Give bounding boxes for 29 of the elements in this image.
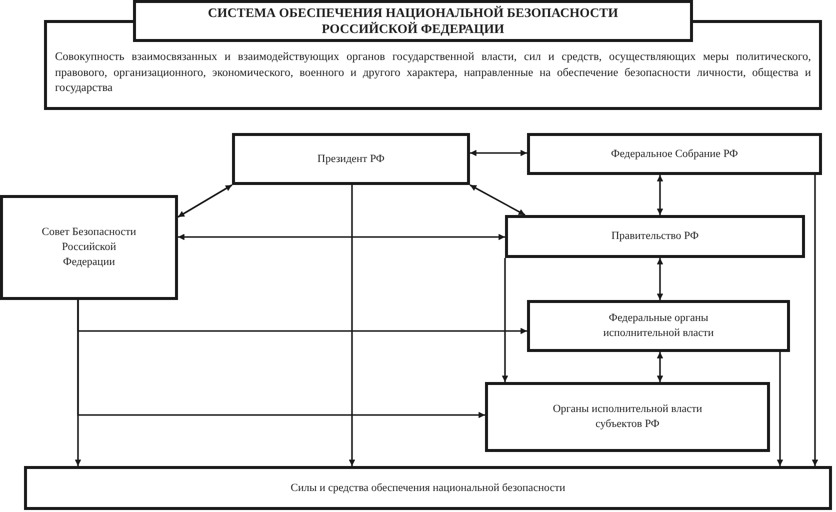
node-label: Федеральные органы исполнительной власти — [602, 311, 715, 341]
process-box — [527, 300, 790, 352]
title-text: СИСТЕМА ОБЕСПЕЧЕНИЯ НАЦИОНАЛЬНОЙ БЕЗОПАСНОСТИ РОССИЙСКОЙ ФЕДЕРАЦИИ — [206, 4, 620, 38]
arrow — [776, 352, 784, 466]
arrow — [470, 150, 527, 156]
arrow — [502, 258, 508, 382]
arrow — [470, 184, 526, 216]
node-label: Правительство РФ — [611, 229, 699, 244]
node-label: Силы и средства обеспечения национальной безопасности — [290, 480, 566, 496]
title-box — [133, 0, 693, 42]
arrow — [656, 175, 664, 215]
arrow — [178, 184, 232, 218]
arrow — [178, 234, 505, 240]
process-box — [232, 133, 470, 185]
arrow — [656, 258, 664, 300]
arrow — [74, 300, 82, 466]
definition-text: Совокупность взаимосвязанных и взаимодействующих органов государственной власти, сил и средств, осуществляющих меры политического, правового, организационного, экономического, военного и другого характера, направленные на обеспечение безопасности личности, общества и государства — [55, 50, 811, 96]
node-label: Совет Безопасности Российской Федерации — [40, 225, 138, 270]
node-label: Президент РФ — [317, 152, 385, 166]
process-box — [527, 133, 822, 175]
process-box — [0, 195, 178, 300]
arrow — [348, 185, 356, 466]
arrow — [656, 352, 664, 382]
process-box — [24, 466, 832, 510]
process-box — [505, 215, 805, 258]
node-label: Федеральное Собрание РФ — [611, 146, 738, 162]
node-label: Органы исполнительной власти субъектов РФ — [552, 402, 704, 432]
process-box — [485, 382, 770, 452]
arrow — [812, 175, 818, 466]
